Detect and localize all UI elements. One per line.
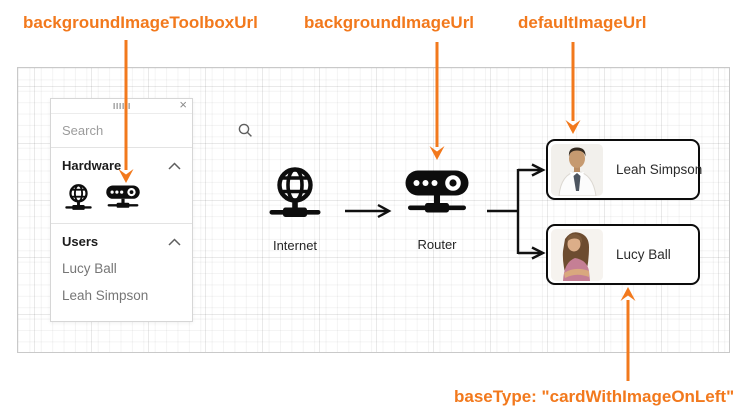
group-title: Users xyxy=(62,234,99,249)
toolbox-group-users[interactable]: Users xyxy=(51,224,192,251)
toolbox-user-lucy-ball[interactable]: Lucy Ball xyxy=(62,261,117,276)
chevron-up-icon[interactable] xyxy=(168,161,181,170)
lucy-ball-photo xyxy=(551,228,603,281)
toolbox-group-hardware[interactable]: Hardware xyxy=(51,148,192,175)
toolbox-header: × xyxy=(51,97,192,114)
internet-node[interactable]: Internet xyxy=(266,167,324,253)
router-node[interactable]: Router xyxy=(405,170,469,252)
card-leah-simpson[interactable]: Leah Simpson xyxy=(546,139,703,200)
card-name: Lucy Ball xyxy=(616,247,671,262)
search-input[interactable] xyxy=(62,123,238,138)
search-icon xyxy=(238,123,253,138)
internet-node-label: Internet xyxy=(272,238,318,253)
router-shape-icon[interactable] xyxy=(106,185,140,212)
annotation-base-type: baseType: "cardWithImageOnLeft" xyxy=(454,387,735,406)
close-icon[interactable]: × xyxy=(179,97,187,112)
card-name: Leah Simpson xyxy=(616,162,703,177)
internet-shape-icon[interactable] xyxy=(64,184,93,212)
router-icon xyxy=(405,170,469,224)
router-node-label: Router xyxy=(417,237,457,252)
drag-handle-icon[interactable] xyxy=(113,103,130,109)
card-lucy-ball[interactable]: Lucy Ball xyxy=(546,224,700,285)
annotation-default-image-url: defaultImageUrl xyxy=(518,13,647,32)
toolbox-shapes-row xyxy=(51,175,192,224)
annotation-background-image-url: backgroundImageUrl xyxy=(304,13,475,32)
annotation-background-image-toolbox-url: backgroundImageToolboxUrl xyxy=(23,13,258,32)
toolbox-panel: × Hardware xyxy=(50,97,252,322)
chevron-up-icon[interactable] xyxy=(168,237,181,246)
group-title: Hardware xyxy=(62,158,122,173)
leah-simpson-photo xyxy=(551,143,603,196)
toolbox-search-row xyxy=(51,114,252,148)
toolbox-user-leah-simpson[interactable]: Leah Simpson xyxy=(62,288,149,303)
internet-globe-icon xyxy=(267,167,323,225)
